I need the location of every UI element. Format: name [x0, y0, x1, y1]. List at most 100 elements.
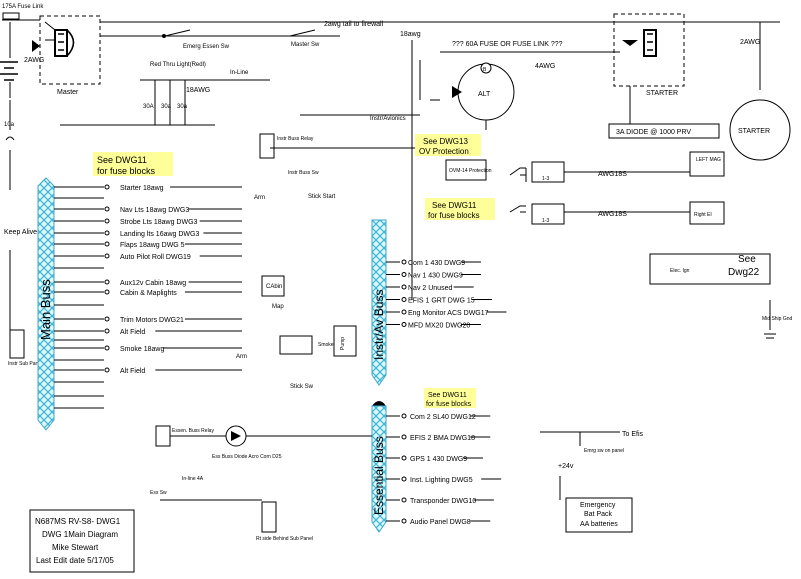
master-label: Master	[57, 89, 79, 96]
main-circuit-terminal	[104, 367, 110, 373]
instr-circuit-label: EFIS 1 GRT DWG 15	[408, 298, 475, 305]
svg-text:See DWG11: See DWG11	[97, 155, 147, 165]
instr-circuit-label: MFD MX20 DWG20	[408, 323, 470, 330]
starter-motor	[729, 99, 791, 161]
instr-circuit-terminal	[401, 259, 407, 265]
svg-text:See: See	[738, 254, 756, 265]
main-circuit-terminal	[104, 184, 110, 190]
instr-sub-panel-block	[9, 329, 25, 359]
main-circuit-label: Strobe Lts 18awg DWG3	[120, 219, 198, 226]
awg18s-1: AWG18S	[598, 171, 627, 178]
ess-circuit-terminal	[401, 476, 407, 482]
fuse-30a-2: 30a	[161, 104, 172, 110]
ess-circuit-label: GPS 1 430 DWG9	[410, 456, 467, 463]
fuse-area: Red Thru Light(Redl) In-Line 30A 30a 30a…	[60, 62, 492, 181]
fuse-link-label: 175A Fuse Link	[2, 4, 44, 10]
smoke-relay	[279, 335, 313, 355]
note-dwg11-a: See DWG11 for fuse blocks	[93, 152, 173, 176]
fuse-30a-1: 30A	[143, 104, 154, 110]
instr-circuit-label: Eng Monitor ACS DWG17	[408, 310, 489, 317]
instr-circuit-terminal	[401, 284, 407, 290]
right-ei	[689, 201, 725, 225]
svg-text:Bat Pack: Bat Pack	[584, 511, 613, 518]
ess-circuit-terminal	[401, 455, 407, 461]
keep-alive-1: Keep Alive	[4, 229, 37, 236]
main-circuit-terminal	[104, 230, 110, 236]
svg-text:Dwg22: Dwg22	[728, 267, 760, 278]
main-circuit-terminal	[104, 253, 110, 259]
svg-text:LEFT MAG: LEFT MAG	[696, 157, 721, 163]
elec-ign-box	[649, 253, 771, 285]
main-circuit-label: Trim Motors DWG21	[120, 317, 184, 324]
arm2-label: Arm	[236, 354, 247, 360]
fuse-30a-3: 30a	[177, 104, 188, 110]
instr-buss-label: Instr/Av Buss	[372, 290, 386, 360]
awg18s-2: AWG18S	[598, 211, 627, 218]
title-block: N687MS RV-S8- DWG1 DWG 1Main Diagram Mik…	[29, 509, 135, 573]
master-sw-label: Master Sw	[291, 42, 320, 48]
main-circuit-terminal	[104, 316, 110, 322]
svg-text:Emergency: Emergency	[580, 502, 616, 509]
left-mag	[689, 151, 725, 177]
alt-label: ALT	[478, 91, 491, 98]
ess-circuit-label: Inst. Lighting DWG5	[410, 477, 473, 484]
awg4-label: 4AWG	[535, 63, 555, 70]
main-circuit-label: Alt Field	[120, 329, 145, 336]
ess-sw: Ess Sw	[150, 490, 167, 496]
fuse-10a: 10a	[4, 122, 15, 128]
instr-buss-relay-label: Instr Buss Relay	[277, 136, 314, 142]
main-circuit-label: Flaps 18awg DWG 5	[120, 242, 185, 249]
instr-circuit-label: Nav 1 430 DWG9	[408, 273, 463, 280]
note-dwg11-b: See DWG11 for fuse blocks	[425, 198, 495, 220]
ess-circuit-label: EFIS 2 BMA DWG18	[410, 435, 475, 442]
top-right-power: 18awg ??? 60A FUSE OR FUSE LINK ??? 4AWG…	[400, 13, 791, 300]
tail-wire-label: 2awg tail to firewall	[324, 21, 384, 28]
ess-circuit-label: Audio Panel DWG8	[410, 519, 471, 526]
essen-buss-relay	[155, 425, 171, 447]
svg-text:Ess Buss Diode Acro Corn D25: Ess Buss Diode Acro Corn D25	[212, 454, 282, 460]
ovm-label: OVM-14 Protection	[449, 168, 492, 174]
svg-text:Rt side Behind Sub Panel: Rt side Behind Sub Panel	[256, 536, 313, 542]
bottom-area: Essen. Buss Relay Ess Buss Diode Acro Co…	[150, 425, 372, 542]
svg-text:Right EI: Right EI	[694, 212, 712, 218]
svg-text:OV Protection: OV Protection	[419, 147, 469, 156]
instr-buss-relay	[259, 133, 275, 159]
svg-text:See DWG11: See DWG11	[428, 392, 467, 399]
arm-label: Arm	[254, 195, 265, 201]
ess-circuit-label: Com 2 SL40 DWG12	[410, 414, 476, 421]
instr-buss-sw-label: Instr Buss Sw	[288, 170, 319, 176]
starter-contactor	[613, 13, 685, 87]
awg2-right: 2AWG	[740, 39, 760, 46]
svg-text:Essen. Buss Relay: Essen. Buss Relay	[172, 428, 214, 434]
instr-avionics-label: Instr/Avionics	[370, 116, 406, 122]
top-left-power: 175A Fuse Link 2AWG Master 2awg tail to …	[0, 4, 780, 367]
cabin-label: CAbin	[266, 284, 282, 290]
svg-text:for fuse blocks: for fuse blocks	[97, 166, 156, 176]
ess-circuit-label: Transponder DWG10	[410, 498, 476, 505]
map-label: Map	[272, 304, 284, 310]
svg-text:AA batteries: AA batteries	[580, 521, 618, 528]
main-circuit-label: Alt Field	[120, 368, 145, 375]
rt-side-panel-block	[261, 501, 277, 533]
ess-circuit-terminal	[401, 518, 407, 524]
starter-motor-label: STARTER	[738, 128, 770, 135]
note-dwg11-c: See DWG11 for fuse blocks	[424, 388, 476, 408]
ess-circuit-terminal	[401, 434, 407, 440]
v24: +24v	[558, 463, 574, 470]
main-circuit-label: Auto Pilot Roll DWG19	[120, 254, 191, 261]
svg-text:1-3: 1-3	[542, 218, 549, 224]
svg-text:Last Edit date 5/17/05: Last Edit date 5/17/05	[36, 556, 114, 565]
svg-text:DWG 1Main Diagram: DWG 1Main Diagram	[42, 530, 118, 539]
alt-b-terminal: B	[483, 67, 487, 73]
smoke-relay-label: Smoke Relay	[318, 342, 348, 348]
main-circuit-terminal	[104, 218, 110, 224]
awg2-left: 2AWG	[24, 57, 44, 64]
main-circuit-label: Smoke 18awg	[120, 346, 164, 353]
ign-switch-2	[531, 203, 565, 225]
